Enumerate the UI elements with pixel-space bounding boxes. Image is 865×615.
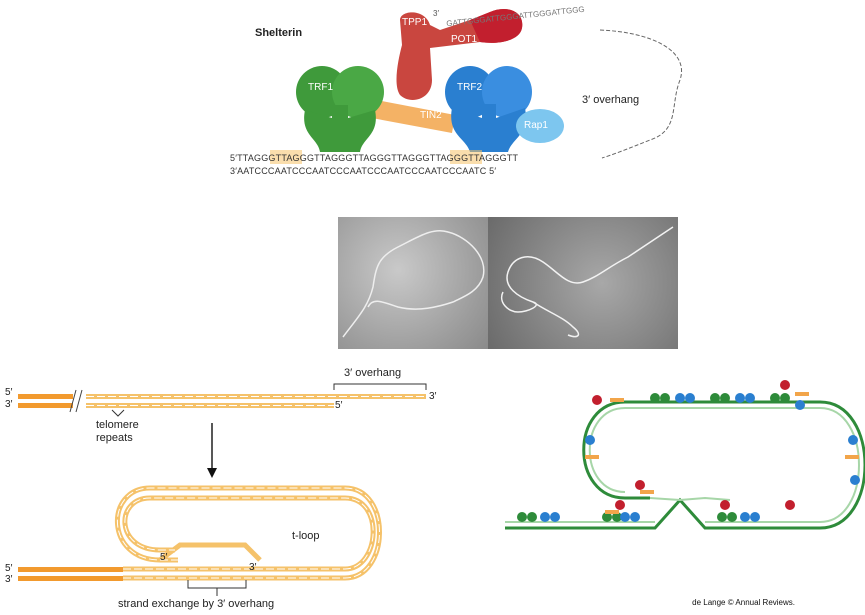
linear-overhang-label: 3′ overhang: [344, 367, 402, 379]
strand-exchange-caption: strand exchange by 3′ overhang: [118, 598, 275, 610]
rap1-label: Rap1: [524, 120, 548, 131]
trf1-label: TRF1: [308, 82, 333, 93]
overhang-seq-start: 3′: [433, 9, 439, 18]
linear-telomere: [18, 383, 427, 478]
trf1-protein: [296, 66, 384, 152]
rap1-protein: [516, 109, 564, 143]
pot1-label: POT1: [451, 34, 478, 45]
linear-3prime-label: 3′: [5, 399, 13, 410]
tloop-3prime-label: 3′: [249, 562, 257, 573]
bottom-strand-sequence: 3′AATCCCAATCCCAATCCCAATCCCAATCCCAATCCCAA…: [230, 166, 497, 176]
credit-line: de Lange © Annual Reviews.: [692, 598, 795, 607]
electron-micrograph-left: [338, 217, 488, 349]
overhang-curve: [599, 29, 682, 159]
linear-overhang-3prime: 3′: [429, 391, 437, 402]
shelterin-tloop: [505, 380, 865, 530]
shelterin-overhang-label: 3′ overhang: [582, 94, 640, 106]
electron-micrograph-right: [488, 217, 678, 349]
tloop-label: t-loop: [292, 530, 320, 542]
repeats-label-line1: telomere: [96, 419, 139, 431]
tloop-trace: [342, 230, 485, 338]
tloop-end-3prime: 3′: [5, 574, 13, 585]
linear-5prime-label: 5′: [5, 387, 13, 398]
trf2-protein: [445, 66, 532, 152]
tloop-end-5prime: 5′: [5, 563, 13, 574]
tloop-trace: [501, 226, 674, 338]
linear-overhang-5prime: 5′: [335, 400, 343, 411]
tpp1-label: TPP1: [402, 17, 428, 28]
dna-highlight: [450, 150, 482, 164]
tin2-label: TIN2: [420, 110, 442, 121]
repeats-label-line2: repeats: [96, 432, 133, 444]
tpp1-pot1-protein: [396, 8, 523, 101]
tloop-structure: [18, 485, 382, 596]
tloop-5prime-label: 5′: [160, 552, 168, 563]
top-strand-sequence: 5′TTAGGGTTAGGGTTAGGGTTAGGGTTAGGGTTAGGGTT…: [230, 153, 519, 163]
shelterin-title: Shelterin: [255, 27, 303, 39]
dna-highlight: [270, 150, 302, 164]
trf2-label: TRF2: [457, 82, 482, 93]
